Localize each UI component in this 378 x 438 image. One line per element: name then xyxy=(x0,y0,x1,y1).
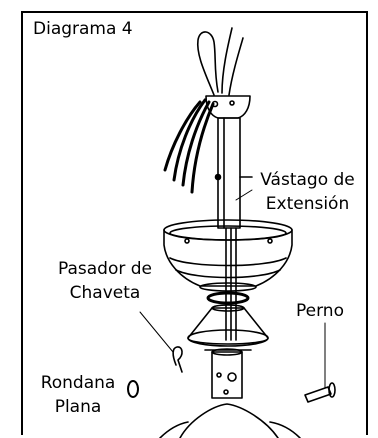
bolt xyxy=(304,322,336,403)
flat-washer xyxy=(127,380,139,398)
coupling-cover xyxy=(187,304,269,351)
diagram-title: Diagrama 4 xyxy=(33,19,133,39)
wires xyxy=(163,27,244,194)
label-perno: Perno xyxy=(296,301,344,321)
canopy xyxy=(163,219,293,292)
label-vastago-line1: Vástago de xyxy=(260,170,355,190)
label-pasador-line1: Pasador de xyxy=(57,259,152,279)
label-rondana-line1: Rondana xyxy=(40,373,116,393)
label-pasador-line2: Chaveta xyxy=(69,283,141,303)
motor-coupling xyxy=(159,348,301,438)
ring xyxy=(206,291,250,305)
figure-border xyxy=(21,11,368,435)
label-rondana-line2: Plana xyxy=(54,397,102,417)
downrod xyxy=(205,95,253,341)
leader-vastago xyxy=(235,189,253,201)
label-vastago-line2: Extensión xyxy=(265,194,350,214)
cotter-pin xyxy=(139,311,183,373)
